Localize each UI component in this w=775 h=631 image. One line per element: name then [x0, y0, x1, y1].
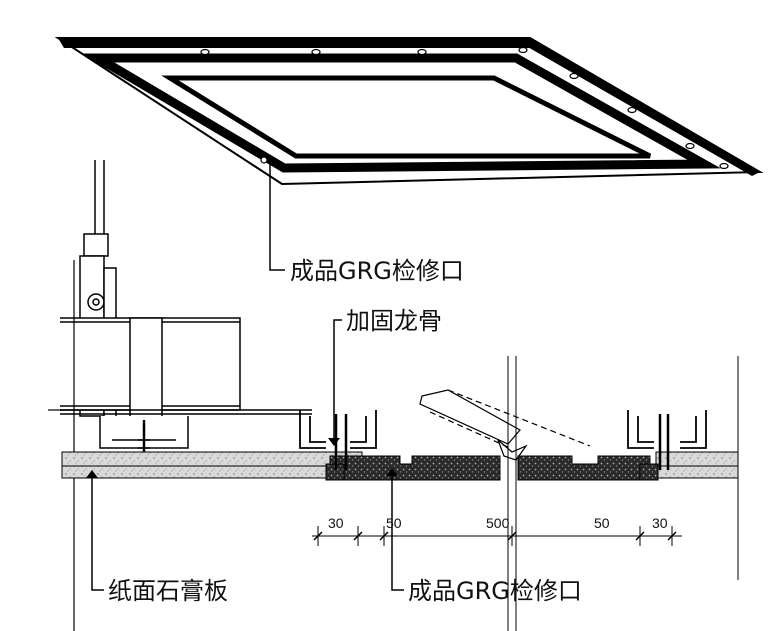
reinforcing-keel-channels: [299, 410, 707, 470]
dim-50-right: 50: [594, 515, 610, 531]
dim-30-left: 30: [328, 515, 344, 531]
dim-30-right: 30: [652, 515, 668, 531]
grg-panel-section: [325, 455, 659, 481]
opened-hatch: [419, 389, 591, 461]
label-gypsum-board: 纸面石膏板: [108, 577, 228, 605]
leader-keel: [333, 319, 342, 440]
dim-50-left: 50: [386, 515, 402, 531]
panel-screw-holes: [200, 46, 729, 170]
gypsum-board: [61, 451, 739, 479]
dimension-line: [312, 526, 682, 546]
dim-500: 500: [486, 515, 510, 531]
label-access-panel-bottom: 成品GRG检修口: [408, 577, 582, 605]
leader-gypsum: [91, 474, 104, 591]
access-panel-perspective: [54, 37, 764, 186]
leader-bottom: [391, 472, 404, 591]
leader-top: [269, 158, 285, 271]
label-access-panel-top: 成品GRG检修口: [290, 257, 464, 285]
label-reinforcing-keel: 加固龙骨: [346, 307, 442, 335]
hanger-assembly: [60, 160, 312, 476]
